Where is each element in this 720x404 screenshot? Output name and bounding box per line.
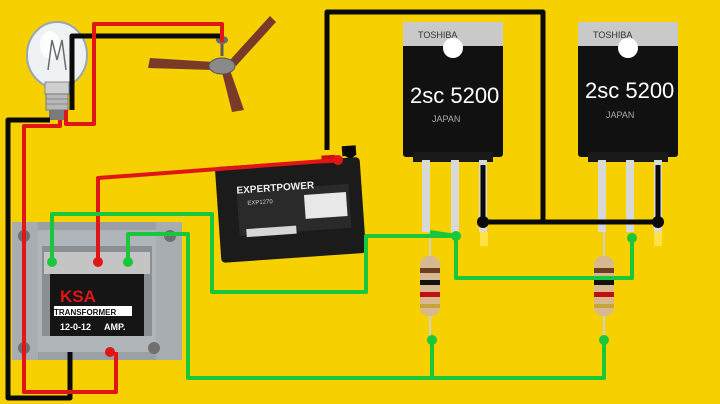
- transistor-left-origin: JAPAN: [432, 114, 460, 124]
- junction-dot: [344, 146, 356, 158]
- transistor-right: [578, 22, 678, 232]
- junction-dot: [47, 257, 57, 267]
- transistor-left-brand: TOSHIBA: [418, 30, 457, 40]
- transistor-left-part-label: 2sc 5200: [410, 83, 499, 108]
- wires-green: [50, 212, 634, 380]
- battery-model: EXP1270: [247, 199, 273, 207]
- transformer-rating-prefix: 12-0-12: [60, 322, 91, 332]
- ceiling-fan-icon: [148, 16, 276, 112]
- transistor-left: [403, 22, 503, 232]
- junction-dot: [333, 155, 343, 165]
- junction-dot: [105, 347, 115, 357]
- junction-dot: [93, 257, 103, 267]
- wires-black: [5, 9, 661, 401]
- resistor-right: [594, 232, 614, 340]
- junction-dot: [451, 231, 461, 241]
- transformer-rating-suffix: AMP.: [104, 322, 125, 332]
- transistor-right-origin: JAPAN: [606, 110, 634, 120]
- junction-dot: [599, 335, 609, 345]
- battery-brand: EXPERTPOWER: [236, 180, 315, 196]
- junction-dot: [123, 257, 133, 267]
- resistor-left: [420, 232, 440, 340]
- junction-dot: [427, 335, 437, 345]
- lead-tip: [480, 232, 488, 246]
- junction-dot: [652, 216, 664, 228]
- transistor-right-part-label: 2sc 5200: [585, 78, 674, 103]
- transformer-type: TRANSFORMER: [54, 308, 116, 317]
- junction-dot: [477, 216, 489, 228]
- transformer-brand: KSA: [60, 287, 96, 306]
- wires-red: [22, 22, 339, 394]
- transistor-right-brand: TOSHIBA: [593, 30, 632, 40]
- junction-dot: [627, 233, 637, 243]
- lead-tip: [654, 232, 662, 246]
